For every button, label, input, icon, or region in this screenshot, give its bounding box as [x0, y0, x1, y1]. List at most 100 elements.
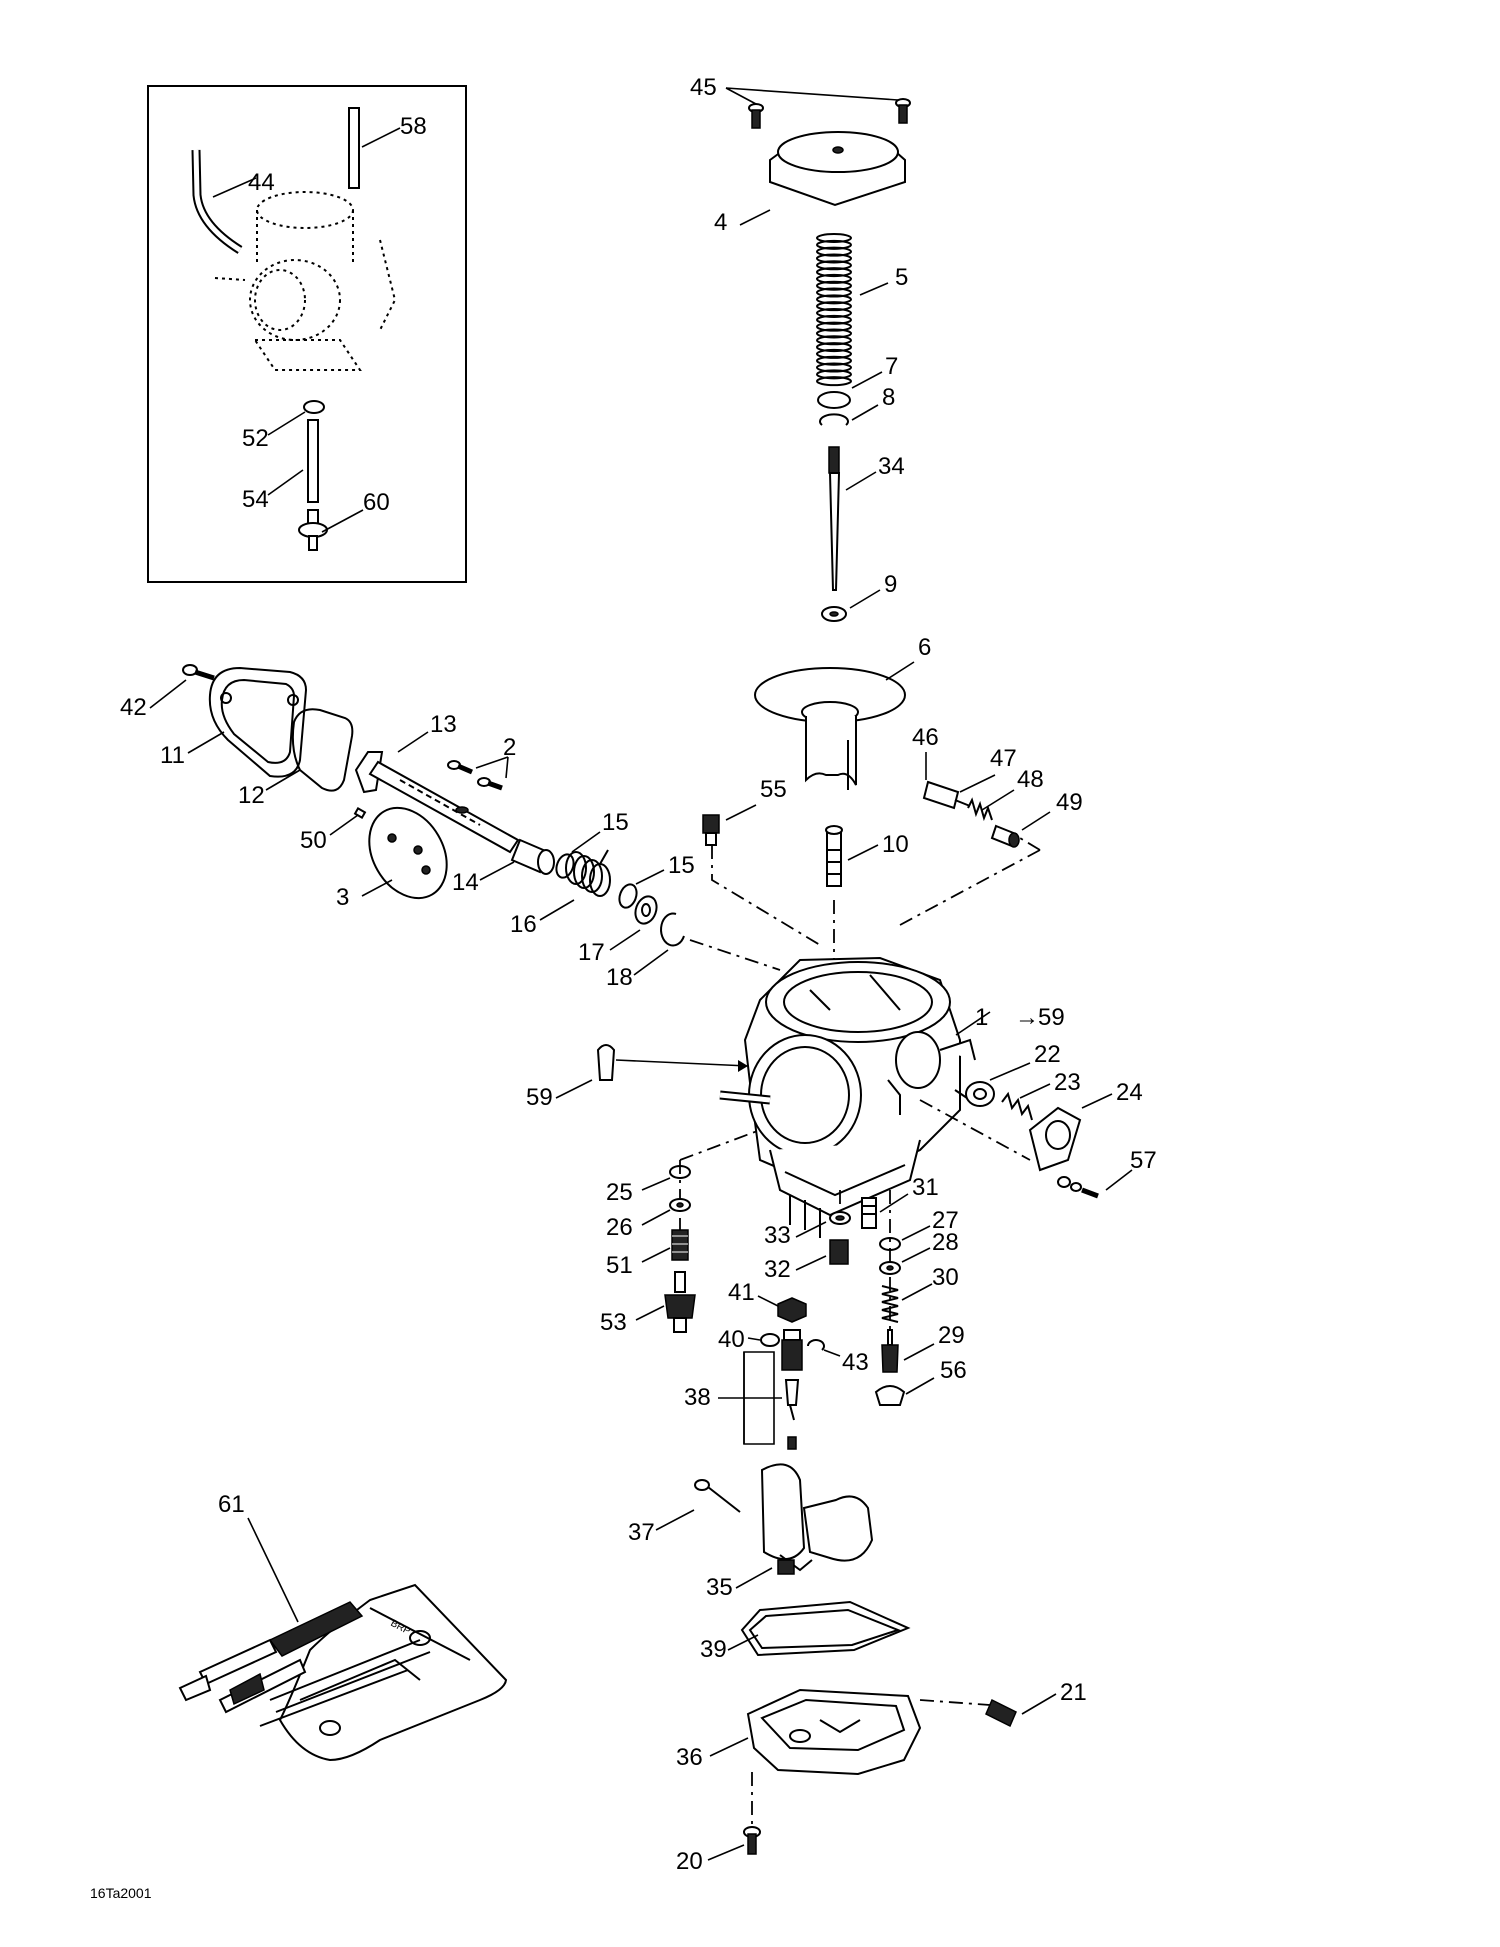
callout-42: 42: [120, 694, 147, 721]
callout-43: 43: [842, 1349, 869, 1376]
callout-26: 26: [606, 1214, 633, 1241]
callout-53: 53: [600, 1309, 627, 1336]
part-58-tube: [348, 107, 360, 189]
spring-coil: [816, 239, 852, 250]
callout-25: 25: [606, 1179, 633, 1206]
callout-15a: 15: [602, 809, 629, 836]
callout-8: 8: [882, 384, 895, 411]
part-1-carburetor-body: [719, 956, 976, 1238]
inset-carburetor-outline: [214, 191, 397, 371]
part-23-spring: [1001, 1091, 1033, 1121]
callout-59: 59: [526, 1084, 553, 1111]
part-33-washer: [829, 1211, 851, 1225]
callout-4: 4: [714, 209, 727, 236]
part-41-nut: [777, 1297, 807, 1323]
spring-coil: [816, 273, 852, 284]
part-16-return-spring: [565, 849, 611, 897]
part-22-gasket: [965, 1081, 995, 1107]
callout-51: 51: [606, 1252, 633, 1279]
spring-coil: [816, 369, 852, 380]
callout-14: 14: [452, 869, 479, 896]
spring-coil: [816, 362, 852, 373]
callout-17: 17: [578, 939, 605, 966]
part-12-gasket: [291, 708, 354, 792]
part-13-throttle-shaft: [354, 751, 520, 854]
callout-32: 32: [764, 1256, 791, 1283]
callout-40: 40: [718, 1326, 745, 1353]
callout-56: 56: [940, 1357, 967, 1384]
spring-coil: [816, 342, 852, 353]
part-30-spring: [881, 1285, 899, 1323]
part-34-jet-needle: [828, 446, 841, 591]
spring-coil: [816, 280, 852, 291]
part-42-screw: [182, 664, 215, 681]
callout-1-range: 59: [1038, 1004, 1065, 1031]
callout-45: 45: [690, 74, 717, 101]
callout-3: 3: [336, 884, 349, 911]
part-38-needle-valve: [781, 1329, 803, 1450]
part-7-washer: [817, 391, 851, 409]
callout-7: 7: [885, 353, 898, 380]
callout-28: 28: [932, 1229, 959, 1256]
part-15-o-ring-b: [618, 883, 638, 909]
part-48-spring: [967, 797, 993, 822]
spring-coil: [816, 253, 852, 264]
callout-21: 21: [1060, 1679, 1087, 1706]
callout-24: 24: [1116, 1079, 1143, 1106]
part-26-washer: [669, 1198, 691, 1212]
part-40-washer: [760, 1333, 780, 1347]
spring-coil: [816, 246, 852, 257]
callout-10: 10: [882, 831, 909, 858]
spring-coil: [816, 328, 852, 339]
part-32-main-jet: [829, 1239, 849, 1265]
part-2-screw-a: [447, 760, 473, 775]
callout-37: 37: [628, 1519, 655, 1546]
spring-coil: [816, 267, 852, 278]
part-51-jet: [671, 1229, 689, 1261]
spring-coil: [816, 308, 852, 318]
spring-coil: [816, 321, 852, 332]
part-61-tool-kit: BRP: [178, 1583, 508, 1762]
right-group: 22 23 24 57: [919, 1041, 1157, 1199]
part-24-cover: [1028, 1106, 1082, 1172]
part-56-cap: [874, 1385, 906, 1406]
top-stack: 45 4 5 7 8 34 9: [690, 74, 1083, 965]
part-29-air-screw: [881, 1329, 899, 1373]
inset-panel: 44 58 52 54 60: [147, 85, 467, 583]
part-27-o-ring: [879, 1237, 901, 1251]
callout-23: 23: [1054, 1069, 1081, 1096]
part-49-plug: [990, 824, 1020, 848]
callout-55: 55: [760, 776, 787, 803]
part-59-cap: [596, 1044, 616, 1081]
part-54-tube: [307, 419, 319, 503]
callout-16: 16: [510, 911, 537, 938]
callout-30: 30: [932, 1264, 959, 1291]
part-37-float-pin: [694, 1479, 741, 1513]
callout-39: 39: [700, 1636, 727, 1663]
callout-38: 38: [684, 1384, 711, 1411]
callout-52: 52: [242, 425, 269, 452]
callout-11: 11: [160, 742, 185, 769]
callout-58: 58: [400, 113, 427, 140]
figure-reference-code: 16Ta2001: [90, 1885, 152, 1901]
part-5-spring: [816, 233, 852, 387]
part-36-float-bowl: [746, 1688, 922, 1776]
part-8-clip: [819, 413, 849, 426]
callout-48: 48: [1017, 766, 1044, 793]
callout-41: 41: [728, 1279, 755, 1306]
callout-33: 33: [764, 1222, 791, 1249]
part-18-e-clip: [660, 912, 685, 947]
callout-12: 12: [238, 782, 265, 809]
spring-coil: [816, 287, 852, 298]
part-17-washer: [634, 895, 658, 925]
part-10-needle-jet: [825, 825, 843, 887]
part-55-jet: [702, 814, 720, 846]
spring-coil: [816, 376, 852, 387]
part-14-bushing: [510, 838, 555, 875]
callout-31: 31: [912, 1174, 939, 1201]
part-15-o-ring-a: [555, 853, 575, 879]
callout-1: 1: [975, 1004, 988, 1031]
part-31-pilot-jet: [861, 1197, 877, 1229]
callout-60: 60: [363, 489, 390, 516]
